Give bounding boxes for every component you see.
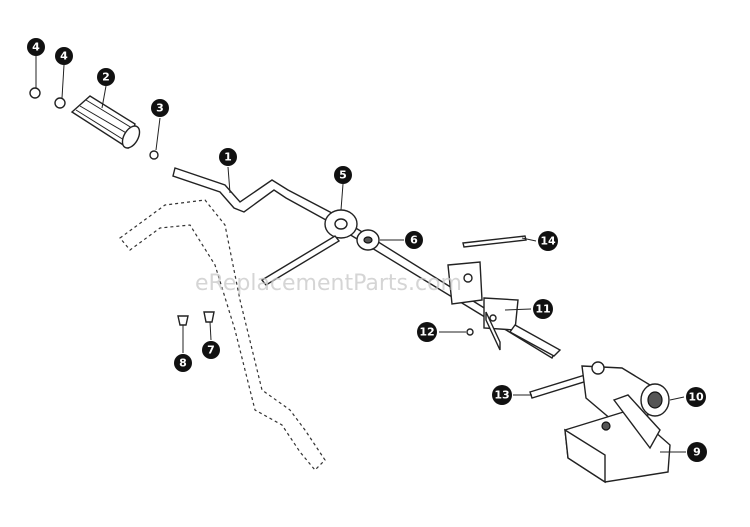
frame-outline — [119, 199, 326, 471]
svg-text:1: 1 — [224, 151, 232, 164]
watermark-text: eReplacementParts.com — [195, 271, 462, 296]
leader-lines — [35, 56, 686, 453]
bracket-parts — [447, 261, 562, 357]
callout-14: 14 — [538, 231, 558, 251]
callout-13: 13 — [492, 385, 512, 405]
callout-3: 3 — [151, 99, 169, 117]
svg-text:14: 14 — [540, 235, 556, 248]
callout-10: 10 — [686, 387, 706, 407]
callout-11: 11 — [533, 299, 553, 319]
callout-2: 2 — [97, 68, 115, 86]
callout-4b: 4 — [55, 47, 73, 65]
housing-part — [564, 394, 671, 484]
svg-text:4: 4 — [60, 50, 68, 63]
grip-part — [70, 95, 141, 150]
svg-text:6: 6 — [410, 234, 418, 247]
svg-text:3: 3 — [156, 102, 164, 115]
hardware-parts — [29, 87, 588, 399]
callout-1: 1 — [219, 148, 237, 166]
svg-text:4: 4 — [32, 41, 40, 54]
svg-text:7: 7 — [207, 344, 215, 357]
svg-text:9: 9 — [693, 446, 701, 459]
callout-8: 8 — [174, 354, 192, 372]
callout-12: 12 — [417, 322, 437, 342]
svg-text:13: 13 — [494, 389, 509, 402]
svg-text:8: 8 — [179, 357, 187, 370]
callout-9: 9 — [687, 442, 707, 462]
svg-text:5: 5 — [339, 169, 347, 182]
shaft-part — [172, 167, 556, 359]
svg-text:10: 10 — [688, 391, 704, 404]
svg-text:2: 2 — [102, 71, 110, 84]
callout-7: 7 — [202, 341, 220, 359]
callout-4a: 4 — [27, 38, 45, 56]
callout-5: 5 — [334, 166, 352, 184]
svg-text:11: 11 — [535, 303, 550, 316]
svg-text:12: 12 — [419, 326, 434, 339]
callout-6: 6 — [405, 231, 423, 249]
